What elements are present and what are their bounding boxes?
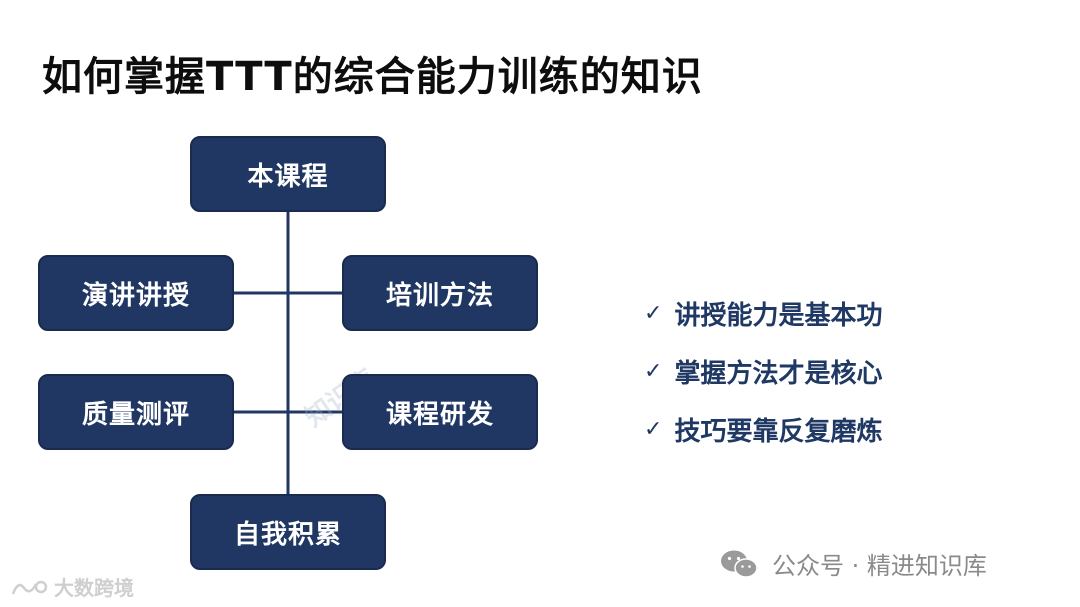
bullet-item: ✓ 技巧要靠反复磨炼 [644, 400, 882, 458]
node-left-lower: 质量测评 [38, 374, 234, 450]
wechat-icon [721, 550, 758, 578]
node-bottom: 自我积累 [190, 494, 386, 570]
footer-left-logo: 大数跨境 [10, 572, 134, 601]
node-left-upper: 演讲讲授 [38, 255, 234, 331]
bullet-list: ✓ 讲授能力是基本功 ✓ 掌握方法才是核心 ✓ 技巧要靠反复磨炼 [644, 284, 882, 458]
footer-brand-text: 公众号 · 精进知识库 [772, 552, 987, 580]
bullet-item: ✓ 讲授能力是基本功 [644, 284, 882, 342]
check-icon: ✓ [644, 300, 663, 326]
check-icon: ✓ [644, 358, 663, 384]
bullet-text: 技巧要靠反复磨炼 [674, 416, 883, 447]
footer-brand: 公众号 · 精进知识库 [720, 546, 987, 581]
check-icon: ✓ [644, 416, 663, 442]
page-title: 如何掌握TTT的综合能力训练的知识 [42, 54, 703, 100]
bullet-item: ✓ 掌握方法才是核心 [644, 342, 882, 400]
bullet-text: 掌握方法才是核心 [674, 358, 883, 389]
node-right-upper: 培训方法 [342, 255, 538, 331]
brand-logo-icon [11, 580, 48, 594]
footer-left-text: 大数跨境 [54, 576, 134, 600]
node-top: 本课程 [190, 136, 386, 212]
node-right-lower: 课程研发 [342, 374, 538, 450]
bullet-text: 讲授能力是基本功 [674, 300, 883, 331]
